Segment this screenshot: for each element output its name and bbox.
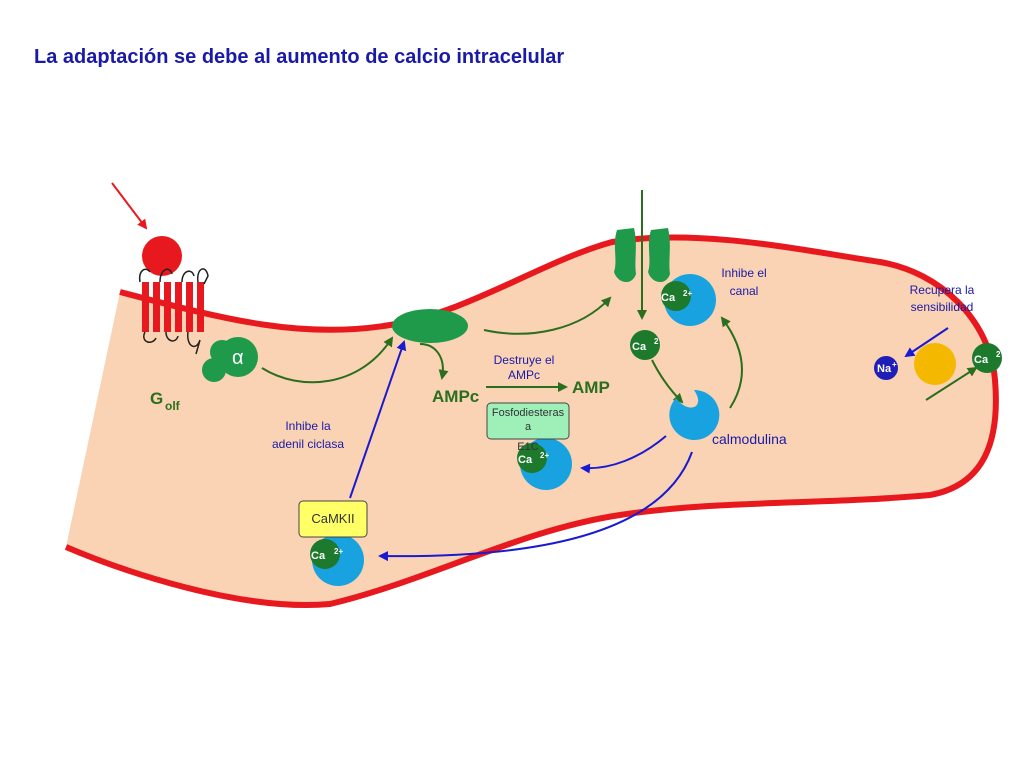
cell-membrane (64, 234, 999, 608)
destruye-label-1: Destruye el (494, 353, 555, 367)
cng-channel (614, 228, 670, 283)
amp-label: AMP (572, 378, 610, 397)
inhibe-canal-label-2: canal (730, 284, 759, 298)
fosfo-box (486, 402, 570, 440)
galpha-to-ac-arrow (261, 336, 394, 384)
page-title: La adaptación se debe al aumento de calc… (34, 46, 564, 68)
odorant-arrow (111, 182, 148, 230)
camkii: Ca 2+ CaMKII (298, 500, 368, 586)
alpha-label: α (232, 347, 244, 369)
na-charge: + (892, 360, 897, 369)
calmodulin-to-pde-arrow (580, 435, 667, 474)
odorant-receptor (138, 236, 209, 355)
ac-to-ampc-arrow (419, 343, 449, 380)
na-influx-arrow (904, 327, 949, 358)
inhibe-canal-label-1: Inhibe el (721, 266, 766, 280)
inhibe-adenil-label-1: Inhibe la (285, 419, 331, 433)
exported-calcium: Ca 2 (972, 343, 1002, 373)
calmodulin-to-camkii-arrow (378, 451, 693, 562)
g-alpha-subunit (218, 337, 258, 377)
golf-subscript: olf (165, 399, 181, 413)
ca-label: Ca (661, 292, 676, 304)
camkii-label: CaMKII (311, 511, 354, 526)
ampc-label: AMPc (432, 387, 479, 406)
ca-charge: 2 (996, 350, 1001, 359)
calmodulin (669, 389, 720, 440)
g-olf-protein: α (202, 337, 258, 382)
calmodulina-label: calmodulina (712, 431, 787, 447)
ampc-to-channel-arrow (483, 296, 612, 335)
calmodulin-to-channel-arrow (720, 316, 743, 409)
ca-label: Ca (974, 354, 989, 366)
ca-charge: 2+ (334, 547, 343, 556)
destruye-label-2: AMPc (508, 368, 540, 382)
recupera-label-2: sensibilidad (911, 300, 974, 314)
sodium-ion: Na + (874, 356, 898, 380)
ca-to-calmodulin-arrow (651, 359, 684, 404)
adenylyl-cyclase (392, 309, 468, 343)
ca-charge: 2+ (683, 289, 692, 298)
fosfo-label-1: Fosfodiesteras (492, 407, 565, 419)
recupera-label-1: Recupera la (910, 283, 975, 297)
ca-efflux-arrow (925, 366, 978, 401)
fosfo-label-3: E1C (517, 441, 538, 453)
golf-label: G (150, 389, 163, 408)
ca-charge: 2 (654, 337, 659, 346)
channel-ca-calmodulin: Ca 2+ (661, 274, 716, 326)
na-label: Na (877, 363, 892, 375)
phosphodiesterase: Ca 2+ Fosfodiesteras a E1C (486, 402, 572, 490)
odorant-ligand (142, 236, 182, 276)
camkii-to-ac-arrow (349, 340, 407, 499)
inhibe-adenil-label-2: adenil ciclasa (272, 437, 344, 451)
na-ca-exchanger (914, 343, 956, 385)
ca-label: Ca (518, 454, 533, 466)
camkii-box (298, 500, 368, 538)
fosfo-label-2: a (525, 421, 532, 433)
ca-label: Ca (632, 341, 647, 353)
ca-label: Ca (311, 550, 326, 562)
free-calcium: Ca 2 (630, 330, 660, 360)
ca-charge: 2+ (540, 451, 549, 460)
